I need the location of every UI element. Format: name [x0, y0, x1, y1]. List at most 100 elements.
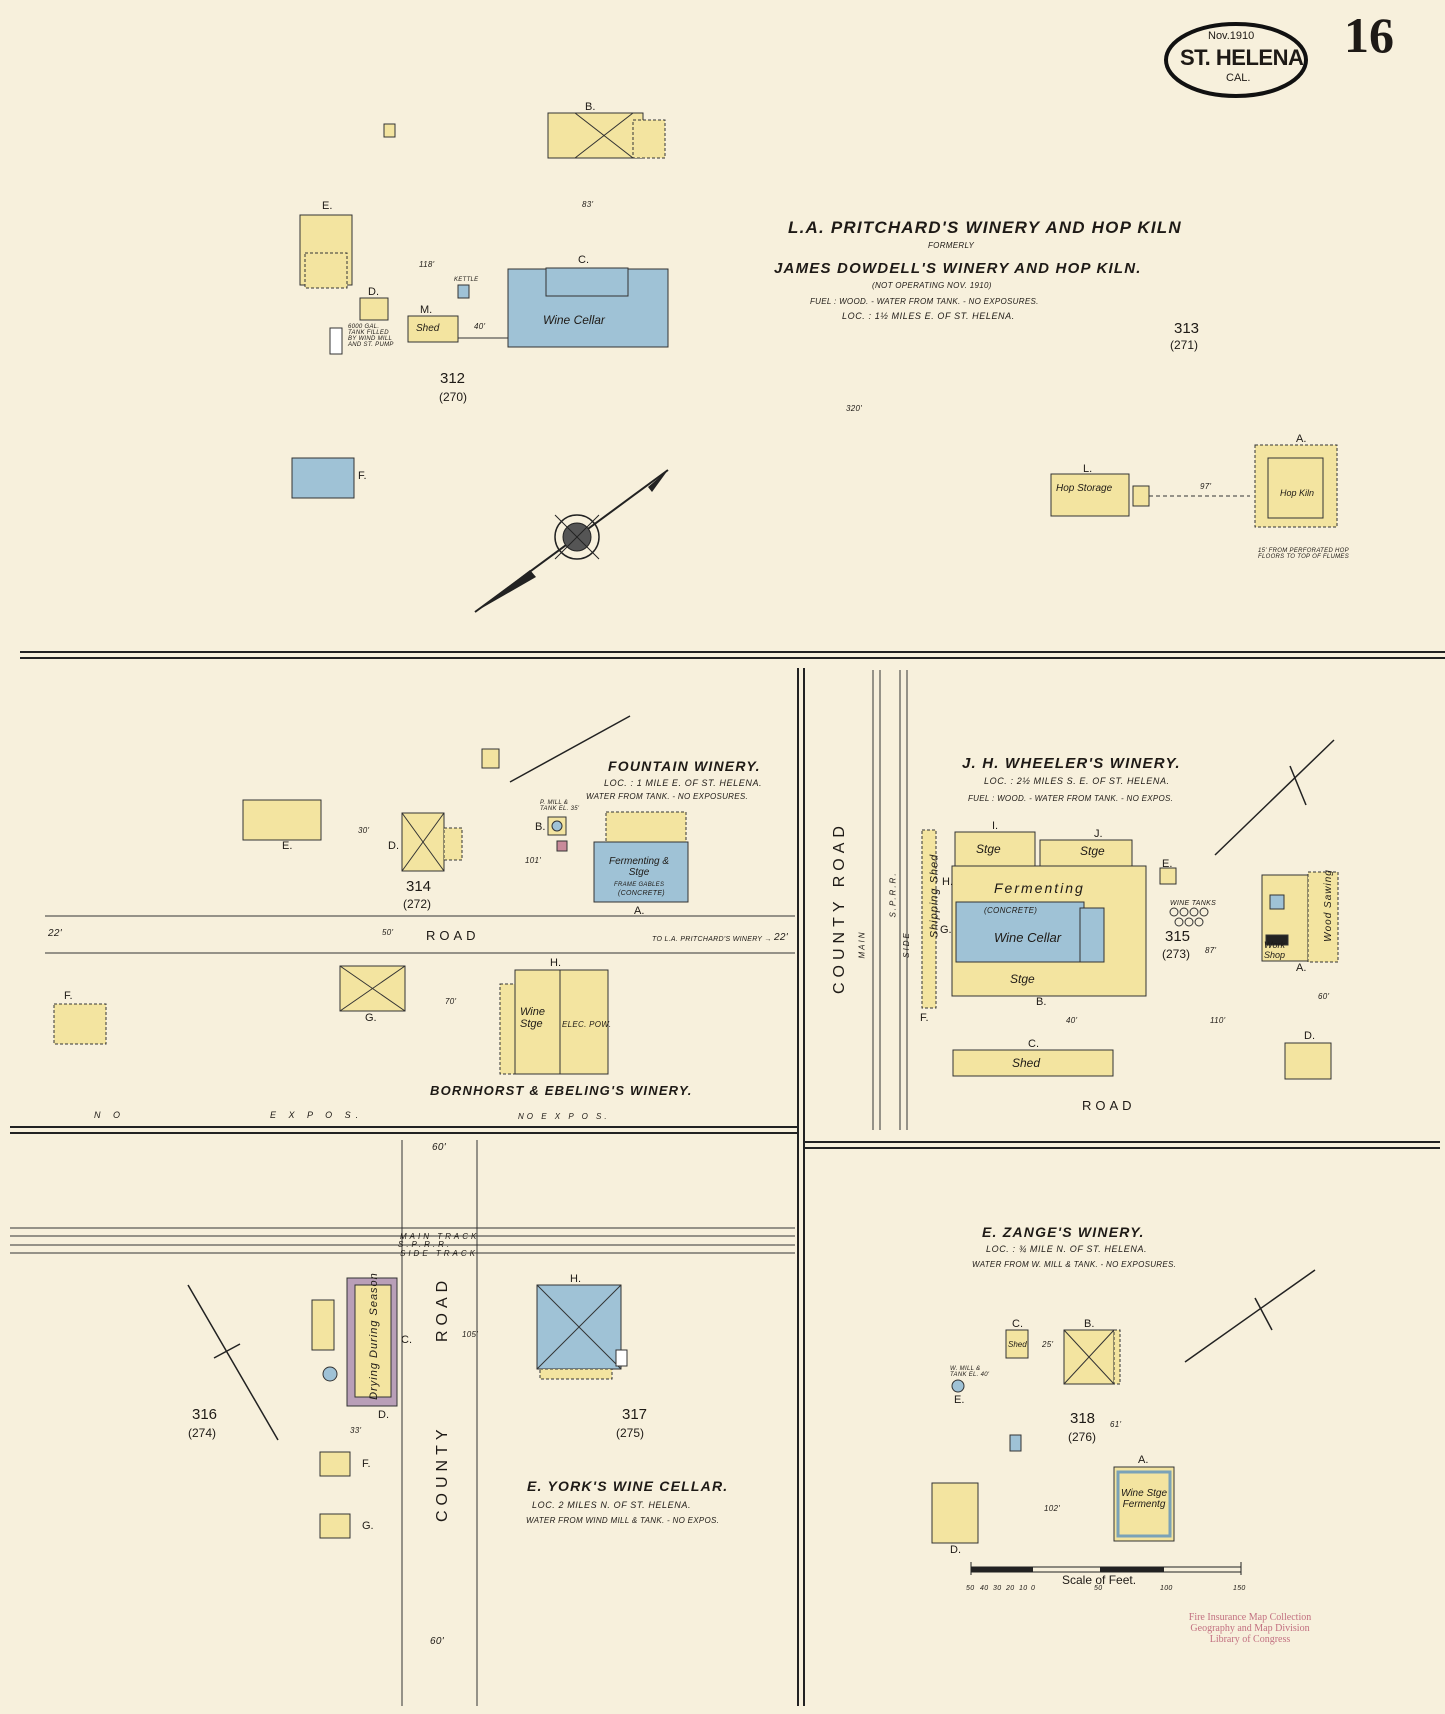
wheeler-bldg-i: I. — [992, 820, 999, 832]
wheeler-bldg-h: H. — [942, 876, 953, 888]
fountain-location: LOC. : 1 MILE E. OF ST. HELENA. — [604, 778, 763, 788]
wheeler-bldg-a: A. — [1296, 962, 1307, 974]
zange-bldg-e: E. — [954, 1394, 965, 1406]
wheeler-title: J. H. WHEELER'S WINERY. — [962, 755, 1181, 772]
zange-tank-note: W. MILL & TANK EL. 40' — [950, 1366, 990, 1378]
scale-tick-30: 30 — [993, 1585, 1002, 1592]
road-width-60b: 60' — [430, 1636, 444, 1647]
wheeler-bldg-f: F. — [920, 1012, 929, 1024]
road-label-315: ROAD — [1082, 1098, 1136, 1113]
hop-kiln-label: Hop Kiln — [1280, 488, 1315, 498]
pritchard-status: (NOT OPERATING NOV. 1910) — [872, 281, 992, 290]
scale-tick-50b: 50 — [1094, 1585, 1103, 1592]
loc-stamp: Fire Insurance Map Collection Geography … — [1160, 1612, 1340, 1645]
scale-tick-150: 150 — [1233, 1585, 1246, 1592]
wheeler-dist-110: 110' — [1210, 1016, 1226, 1025]
fountain-tank-note: P. MILL & TANK EL. 35' — [540, 800, 580, 812]
road-lines — [10, 670, 908, 1706]
road-width-22b: 22' — [774, 932, 788, 943]
wheeler-shed: Shed — [1012, 1056, 1041, 1070]
zange-location: LOC. : ¾ MILE N. OF ST. HELENA. — [986, 1244, 1148, 1254]
zange-wine-stge: Wine Stge Fermentg — [1120, 1488, 1168, 1510]
york-bldg-d: D. — [378, 1409, 389, 1421]
wheeler-dist-60: 60' — [1318, 992, 1330, 1001]
fountain-concrete: (CONCRETE) — [618, 890, 665, 897]
lot-317-old: (275) — [616, 1426, 645, 1440]
pritchard-title: L.A. PRITCHARD'S WINERY AND HOP KILN — [788, 218, 1182, 237]
stamp-line-1: Fire Insurance Map Collection — [1188, 1612, 1312, 1623]
wheeler-fuel: FUEL : WOOD. - WATER FROM TANK. - NO EXP… — [968, 794, 1174, 803]
scale-tick-40: 40 — [980, 1585, 989, 1592]
lot-312: 312 — [440, 370, 466, 387]
pritchard-buildings — [291, 112, 1338, 528]
pritchard-former-name: JAMES DOWDELL'S WINERY AND HOP KILN. — [774, 260, 1142, 277]
zange-shed: Shed — [1008, 1340, 1027, 1349]
wheeler-dist-40: 40' — [1066, 1016, 1078, 1025]
zange-water: WATER FROM W. MILL & TANK. - NO EXPOSURE… — [972, 1260, 1177, 1269]
wheeler-buildings — [921, 829, 1339, 1080]
wheeler-fermenting: Fermenting — [994, 880, 1085, 896]
pritchard-bldg-a: A. — [1296, 433, 1307, 445]
york-dist-105: 105' — [462, 1330, 479, 1339]
wheeler-bldg-d: D. — [1304, 1030, 1315, 1042]
to-pritchard-label: TO L.A. PRITCHARD'S WINERY → — [652, 936, 772, 943]
main-track-label: MAIN — [857, 930, 867, 959]
zange-dist-25: 25' — [1042, 1340, 1054, 1349]
york-bldg-c: C. — [401, 1334, 412, 1346]
fountain-buildings — [53, 748, 689, 1075]
fountain-bldg-a: A. — [634, 905, 645, 917]
lot-313-old: (271) — [1170, 338, 1199, 352]
dist-97: 97' — [1200, 482, 1212, 491]
no-expos-3: NO E X P O S. — [518, 1112, 610, 1121]
pritchard-bldg-e: E. — [322, 200, 333, 212]
zange-dist-102: 102' — [1044, 1504, 1061, 1513]
wheeler-stge-b: Stge — [1010, 972, 1035, 986]
zange-bldg-a: A. — [1138, 1454, 1149, 1466]
wheeler-bldg-j: J. — [1094, 828, 1103, 840]
zange-title: E. ZANGE'S WINERY. — [982, 1224, 1145, 1240]
road-width-60a: 60' — [432, 1142, 446, 1153]
pritchard-formerly: FORMERLY — [928, 241, 975, 250]
zange-dist-61: 61' — [1110, 1420, 1122, 1429]
wheeler-stge-j: Stge — [1080, 844, 1105, 858]
section-dividers — [10, 651, 1445, 1706]
scale-bar — [970, 1562, 1242, 1575]
scale-tick-20: 20 — [1006, 1585, 1015, 1592]
tank-note: 6000 GAL. TANK FILLED BY WIND MILL AND S… — [348, 324, 394, 348]
lot-318-old: (276) — [1068, 1430, 1097, 1444]
map-date: Nov.1910 — [1208, 30, 1255, 42]
stamp-line-3: Library of Congress — [1209, 1634, 1291, 1645]
scale-title: Scale of Feet. — [1062, 1573, 1137, 1587]
scale-tick-10: 10 — [1019, 1585, 1028, 1592]
scale-tick-50a: 50 — [966, 1585, 975, 1592]
lot-314-old: (272) — [403, 897, 432, 911]
fountain-title: FOUNTAIN WINERY. — [608, 758, 761, 774]
fountain-fermenting-label: Fermenting & Stge — [608, 856, 670, 878]
spr-label: S.P.R.R. — [888, 871, 898, 918]
lot-315-old: (273) — [1162, 947, 1191, 961]
lot-312-old: (270) — [439, 390, 468, 404]
town-name: ST. HELENA — [1180, 45, 1304, 70]
york-road-label: ROAD — [434, 1275, 451, 1342]
fountain-bldg-d: D. — [388, 840, 399, 852]
bornhorst-wine-stge: Wine Stge — [520, 1006, 545, 1030]
no-expos-2: E X P O S. — [270, 1110, 364, 1120]
scale-tick-100: 100 — [1160, 1585, 1173, 1592]
fountain-water: WATER FROM TANK. - NO EXPOSURES. — [586, 792, 749, 801]
road-width-22a: 22' — [48, 928, 62, 939]
york-bldg-g: G. — [362, 1520, 374, 1532]
lot-313: 313 — [1174, 320, 1200, 337]
stamp-line-2: Geography and Map Division — [1190, 1623, 1310, 1634]
dist-118: 118' — [419, 260, 435, 269]
track-spr-label: S.P.R.R. — [398, 1240, 453, 1249]
bornhorst-bldg-g: G. — [365, 1012, 377, 1024]
kettle-label: KETTLE — [454, 277, 479, 283]
wine-cellar-label: Wine Cellar — [543, 313, 605, 327]
york-location: LOC. 2 MILES N. OF ST. HELENA. — [532, 1500, 692, 1510]
lot-316: 316 — [192, 1406, 218, 1423]
lot-314: 314 — [406, 878, 432, 895]
shed-label: Shed — [416, 323, 440, 334]
wheeler-wood-sawing: Wood Sawing — [1322, 869, 1334, 942]
york-bldg-h: H. — [570, 1273, 581, 1285]
